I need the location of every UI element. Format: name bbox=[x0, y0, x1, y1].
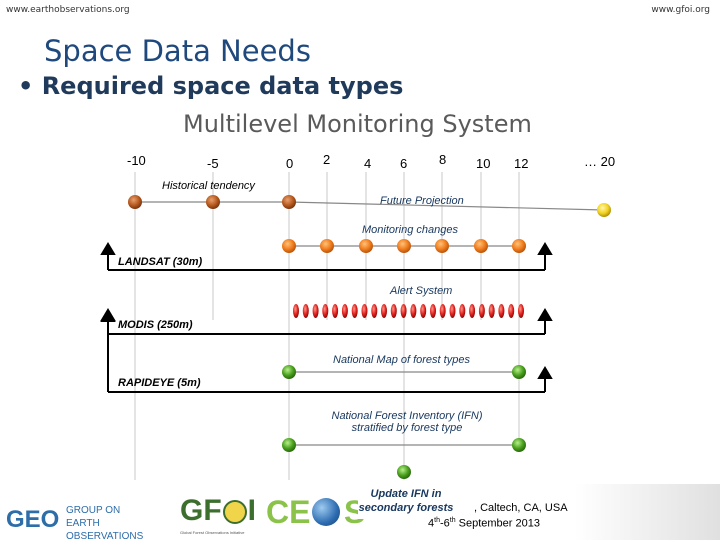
footer-location: , Caltech, CA, USA bbox=[474, 502, 568, 514]
tick-label: -10 bbox=[127, 153, 146, 168]
tick-label: 2 bbox=[323, 152, 331, 167]
projection-point bbox=[597, 203, 611, 217]
landsat-axis bbox=[100, 242, 553, 271]
section-subtitle: Multilevel Monitoring System bbox=[183, 110, 532, 138]
ifn-label-line1: National Forest Inventory (IFN) bbox=[331, 410, 483, 422]
tick-label: 12 bbox=[514, 156, 529, 171]
monitoring-label: Monitoring changes bbox=[362, 224, 459, 236]
alert-point bbox=[332, 304, 339, 318]
future-label: Future Projection bbox=[380, 195, 464, 207]
alert-point bbox=[459, 304, 466, 318]
alert-point bbox=[341, 304, 348, 318]
ifn-label: National Forest Inventory (IFN) stratifi… bbox=[300, 410, 514, 434]
alert-point bbox=[322, 304, 329, 318]
history-point bbox=[128, 195, 142, 209]
alert-point bbox=[312, 304, 319, 318]
modis-label: MODIS (250m) bbox=[118, 319, 193, 331]
gfoi-mark-text: GF bbox=[180, 494, 222, 527]
history-point bbox=[206, 195, 220, 209]
geo-logo-line2: EARTH OBSERVATIONS bbox=[66, 518, 144, 542]
gfoi-mark-text2: I bbox=[247, 494, 257, 527]
monitoring-point bbox=[512, 239, 526, 253]
update-ifn-line1: Update IFN in bbox=[370, 488, 442, 500]
history-point bbox=[282, 195, 296, 209]
header-right-url[interactable]: www.gfoi.org bbox=[651, 5, 710, 15]
alert-point bbox=[469, 304, 476, 318]
alert-point bbox=[498, 304, 505, 318]
svg-text:GEO: GEO bbox=[6, 506, 59, 531]
tree-icon bbox=[222, 500, 247, 525]
alert-point bbox=[478, 304, 485, 318]
alert-label: Alert System bbox=[390, 285, 453, 297]
historical-label: Historical tendency bbox=[162, 180, 255, 192]
bullet-text: Required space data types bbox=[41, 72, 404, 100]
footer-date: 4th-6th September 2013 bbox=[428, 517, 540, 530]
alert-point bbox=[518, 304, 524, 318]
alert-point bbox=[371, 304, 378, 318]
alert-point bbox=[400, 304, 407, 318]
alert-point bbox=[420, 304, 427, 318]
alert-point bbox=[410, 304, 417, 318]
monitoring-point bbox=[397, 239, 411, 253]
national-map-point bbox=[512, 365, 526, 379]
ifn-label-line2: stratified by forest type bbox=[351, 422, 463, 434]
header-left-url[interactable]: www.earthobservations.org bbox=[6, 5, 130, 15]
landsat-label: LANDSAT (30m) bbox=[118, 256, 203, 268]
footer-date-suffix: September 2013 bbox=[455, 517, 540, 530]
gfoi-sub: Global Forest Observations Initiative bbox=[180, 530, 245, 535]
ifn-point bbox=[282, 438, 296, 452]
tick-label: 4 bbox=[364, 156, 372, 171]
globe-icon bbox=[312, 498, 340, 526]
alert-dots bbox=[293, 304, 524, 318]
alert-point bbox=[293, 304, 299, 318]
footer-date-sup1: th bbox=[434, 517, 440, 524]
national-map-point bbox=[282, 365, 296, 379]
footer-date-prefix: 4 bbox=[428, 517, 435, 530]
ifn-point bbox=[512, 438, 526, 452]
bullet-item: • Required space data types bbox=[18, 72, 404, 100]
update-ifn-box: Update IFN in secondary forests bbox=[358, 483, 454, 519]
geo-mark-icon: GEO bbox=[6, 506, 59, 531]
national-map-label: National Map of forest types bbox=[333, 354, 470, 366]
monitoring-point bbox=[435, 239, 449, 253]
tick-label: -5 bbox=[207, 156, 219, 171]
update-ifn-point bbox=[397, 465, 411, 479]
update-ifn-line2: secondary forests bbox=[358, 502, 454, 514]
alert-point bbox=[439, 304, 446, 318]
rapideye-label: RAPIDEYE (5m) bbox=[118, 377, 201, 389]
footer-date-mid: -6 bbox=[439, 517, 450, 530]
alert-point bbox=[351, 304, 358, 318]
alert-point bbox=[430, 304, 436, 318]
footer-gradient bbox=[575, 484, 720, 540]
alert-point bbox=[390, 304, 397, 318]
gfoi-logo: GF I Global Forest Observations Initiativ… bbox=[180, 494, 262, 538]
tick-label: 0 bbox=[286, 156, 294, 171]
alert-point bbox=[449, 304, 456, 318]
alert-point bbox=[508, 304, 515, 318]
geo-logo: GEO GROUP ON EARTH OBSERVATIONS bbox=[6, 502, 166, 542]
alert-point bbox=[381, 304, 387, 318]
page-title: Space Data Needs bbox=[44, 34, 311, 68]
rapideye-axis bbox=[100, 309, 553, 393]
monitoring-point bbox=[359, 239, 373, 253]
alert-point bbox=[488, 304, 495, 318]
future-line bbox=[288, 201, 605, 211]
ceos-logo: CE S bbox=[266, 494, 366, 538]
alert-point bbox=[302, 304, 309, 318]
footer-date-sup2: th bbox=[449, 517, 456, 524]
monitoring-point bbox=[474, 239, 488, 253]
geo-logo-line1: GROUP ON bbox=[66, 505, 121, 516]
tick-label: 6 bbox=[400, 156, 408, 171]
tick-label: 10 bbox=[476, 156, 491, 171]
tick-label: … 20 bbox=[584, 154, 616, 169]
ceos-mark-text: CE bbox=[266, 494, 311, 530]
tick-label: 8 bbox=[439, 152, 447, 167]
monitoring-point bbox=[320, 239, 334, 253]
alert-point bbox=[361, 304, 368, 318]
monitoring-point bbox=[282, 239, 296, 253]
